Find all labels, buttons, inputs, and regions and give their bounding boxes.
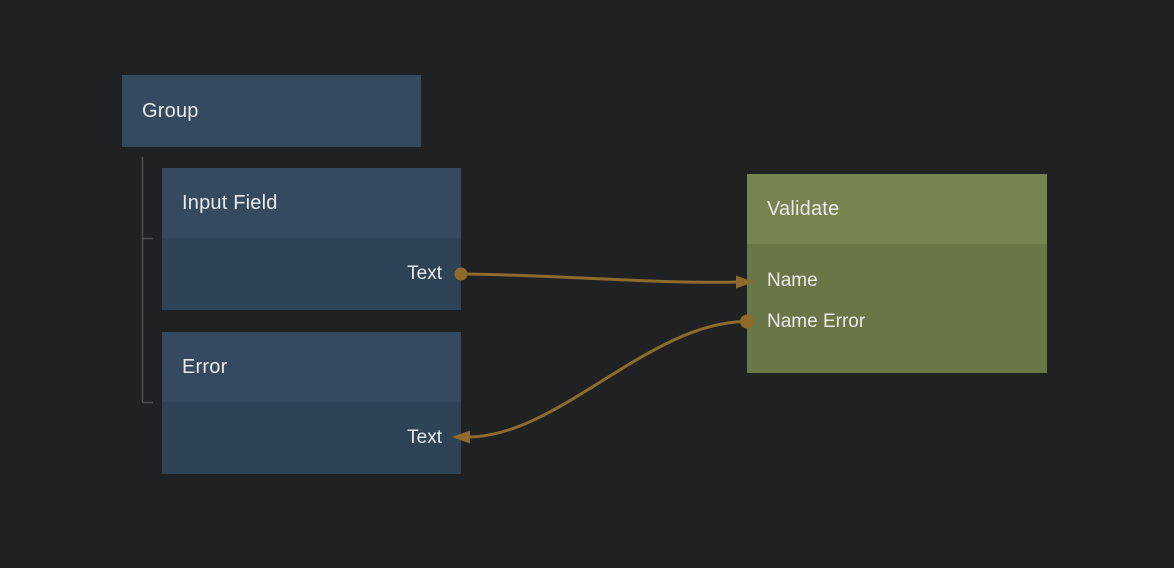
node-group[interactable]: Group [122, 75, 421, 147]
node-validate-title: Validate [767, 197, 840, 220]
connection-text-to-name[interactable] [454, 267, 755, 289]
hierarchy-tree-lines [141, 157, 153, 404]
node-input-field-header[interactable]: Input Field [162, 168, 461, 238]
node-input-field-title: Input Field [182, 191, 278, 214]
node-input-field-body: Text [162, 238, 461, 310]
node-validate[interactable]: Validate Name Name Error [747, 174, 1047, 373]
node-error-title: Error [182, 355, 228, 378]
connection-curve[interactable] [462, 272, 740, 284]
connection-curve[interactable] [467, 320, 746, 439]
node-error-header[interactable]: Error [162, 332, 461, 402]
node-validate-body: Name Name Error [747, 244, 1047, 373]
port-row-text-output: Text [162, 238, 461, 310]
port-row-name-input: Name [747, 260, 1047, 301]
port-row-name-error-output: Name Error [747, 301, 1047, 342]
port-label-name-input: Name [767, 269, 818, 291]
node-error[interactable]: Error Text [162, 332, 461, 474]
node-input-field[interactable]: Input Field Text [162, 168, 461, 310]
node-error-body: Text [162, 402, 461, 474]
port-label-text-input: Text [407, 427, 442, 448]
port-label-text-output: Text [407, 263, 442, 284]
port-row-text-input: Text [162, 402, 461, 474]
node-group-header[interactable]: Group [122, 75, 421, 147]
node-group-title: Group [142, 99, 199, 122]
node-validate-header[interactable]: Validate [747, 174, 1047, 244]
connection-name-error-to-text[interactable] [452, 314, 754, 444]
port-label-name-error-output: Name Error [767, 310, 866, 332]
